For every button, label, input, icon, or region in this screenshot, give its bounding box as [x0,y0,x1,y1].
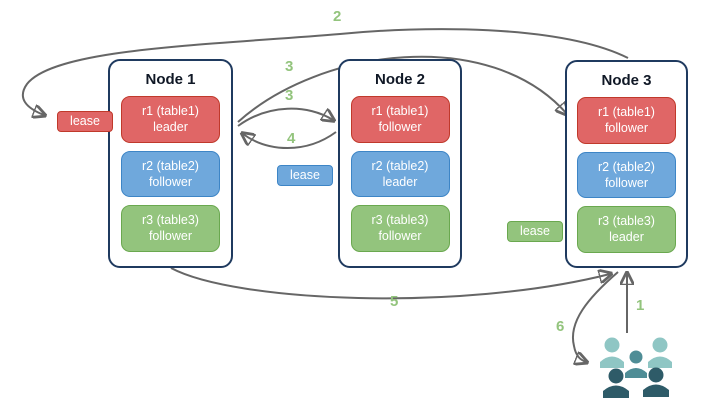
replica-role: follower [604,175,649,190]
replica-label: r3 (table3) [142,213,199,227]
replica-label: r1 (table1) [371,104,429,118]
users-group-icon [600,337,672,398]
lease-badge-green: lease [507,221,563,242]
replica-role: leader [609,230,644,245]
node-2: Node 2 r1 (table1) follower r2 (table2) … [338,59,462,268]
arrow-6 [571,271,619,362]
replica-label: r2 (table2) [371,158,429,173]
step-label-4: 4 [287,130,296,147]
node-2-title: Node 2 [374,71,425,88]
replica-role: follower [604,121,649,136]
node-1-replica-r3: r3 (table3) follower [121,205,220,252]
node-3-replica-r3: r3 (table3) leader [577,206,676,253]
node-2-replica-r1: r1 (table1) follower [350,96,450,143]
node-1-replica-r2: r2 (table2) follower [121,150,220,197]
node-3-replica-r1: r1 (table1) follower [577,97,676,144]
lease-badge-blue: lease [277,165,333,186]
arrow-2 [21,28,629,115]
node-3-replica-r2: r2 (table2) follower [577,151,676,198]
node-2-replica-r3: r3 (table3) follower [350,205,450,252]
replica-role: leader [382,174,418,189]
replica-label: r3 (table3) [598,214,655,228]
node-1-title: Node 1 [145,71,196,88]
arrow-3-to-node2 [237,107,333,127]
replica-label: r3 (table3) [371,213,429,227]
arrow-4 [243,132,337,149]
node-1: Node 1 r1 (table1) leader r2 (table2) fo… [108,59,233,268]
replica-role: follower [378,120,422,135]
replica-label: r2 (table2) [598,159,655,174]
node-3: Node 3 r1 (table1) follower r2 (table2) … [565,60,688,268]
step-label-6: 6 [556,318,565,335]
replica-label: r1 (table1) [142,104,199,118]
step-label-5: 5 [390,293,399,310]
step-label-1: 1 [636,297,645,314]
replica-role: follower [378,229,422,244]
node-3-title: Node 3 [601,72,652,89]
node-2-replica-r2: r2 (table2) leader [350,150,450,197]
replica-label: r2 (table2) [142,158,199,173]
step-label-3b: 3 [285,87,294,104]
replica-role: follower [148,229,193,244]
node-1-replica-r1: r1 (table1) leader [121,96,220,143]
lease-badge-red: lease [57,111,113,132]
step-label-3a: 3 [285,58,294,75]
step-label-2: 2 [333,8,342,25]
arrow-3-to-node3 [237,55,567,123]
replica-label: r1 (table1) [598,105,655,119]
replica-role: leader [153,120,188,135]
replica-role: follower [148,174,193,189]
arrow-5 [170,267,610,300]
